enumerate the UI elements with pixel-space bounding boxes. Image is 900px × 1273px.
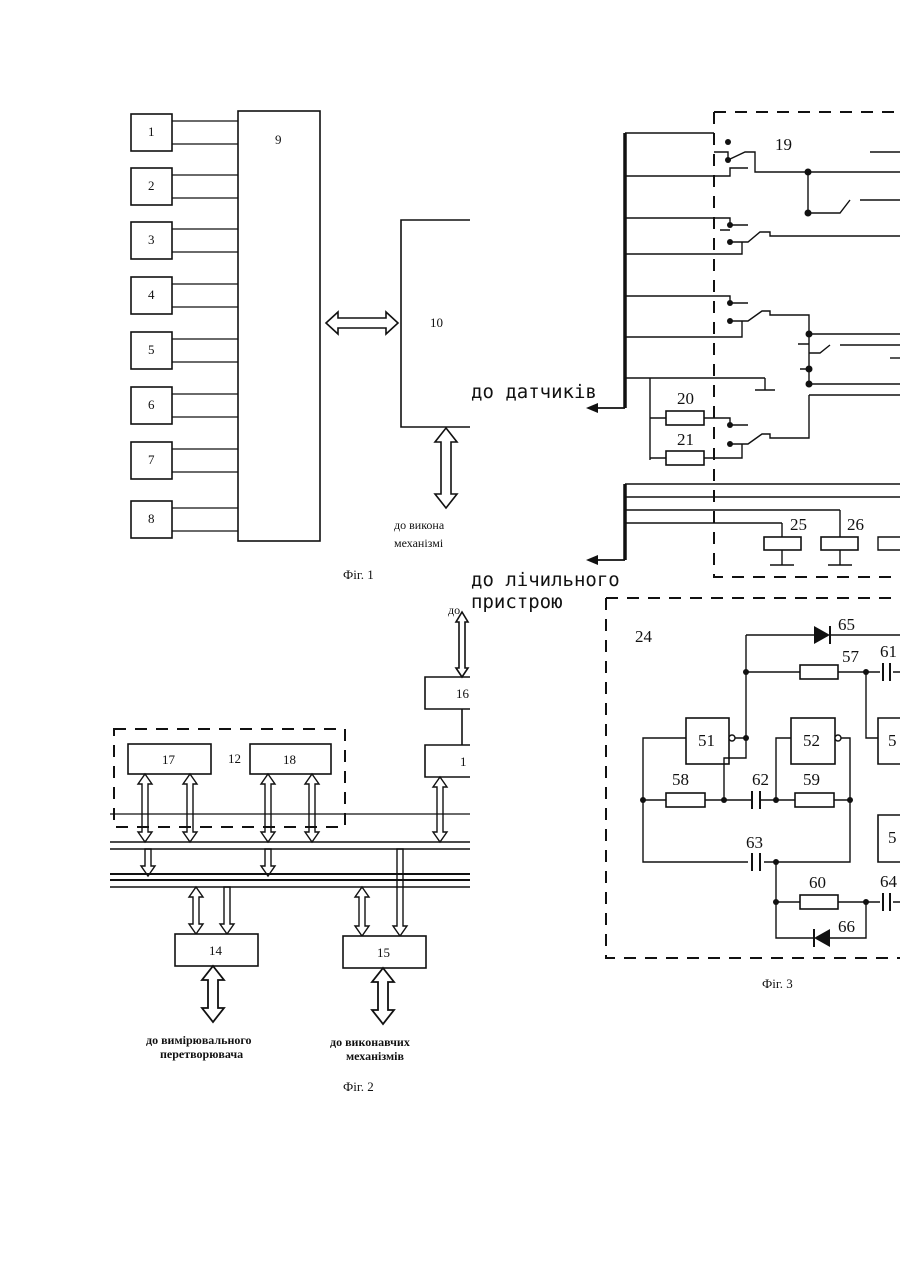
block-18-label: 18 [283,752,296,767]
fig3-label-counter-line2: пристрою [471,591,563,613]
fig3-caption: Фіг. 3 [762,976,793,991]
fig2-label-15-line2: механізмів [346,1049,405,1063]
fig3-label-sensors: до датчиків [471,381,597,403]
resistor-20-label: 20 [677,389,694,408]
block-15-label: 15 [377,945,390,960]
gate-51-label: 51 [698,731,715,750]
switch-19: 19 [714,135,900,395]
resistor-59 [795,793,834,807]
sensor-block-label: 1 [148,124,155,139]
bus-arrow-down [261,849,275,876]
fig1-caption: Фіг. 1 [343,567,374,582]
block-16-label: 16 [456,686,470,701]
fig1-diagram: 1 2 3 4 5 6 7 8 9 10 до викона механізмі Фіг. 1 [131,111,470,582]
sensor-block-label: 4 [148,287,155,302]
fig2-label-14-line1: до вимірювального [146,1033,252,1047]
resistor-57 [800,665,838,679]
block-14-label: 14 [209,943,223,958]
fig2-top-label: до [448,603,460,617]
bus-arrow-down [393,849,407,936]
capacitor-26: 26 [821,510,864,565]
sensor-block-label: 2 [148,178,155,193]
fig3-label-counter-line1: до лічильного [471,569,620,591]
block-13-label: 1 [460,754,467,769]
diode-65-label: 65 [838,615,855,634]
block-9 [238,111,320,541]
fig2-label-15-line1: до виконавчих [330,1035,410,1049]
resistor-21 [666,451,704,465]
block-10-label: 10 [430,315,443,330]
diode-65 [814,626,830,644]
cap-25-label: 25 [790,515,807,534]
block-24-circuit: 65 57 61 5 51 52 [640,615,900,947]
group-12-label: 12 [228,751,241,766]
sensor-block-label: 6 [148,397,155,412]
bus-arrow-to-actuators [435,428,457,508]
bus-arrows [138,774,447,936]
cap-63-label: 63 [746,833,763,852]
switch-19-label: 19 [775,135,792,154]
gate-53-label: 5 [888,731,897,750]
sensor-block-label: 5 [148,342,155,357]
resistor-21-label: 21 [677,430,694,449]
resistor-20 [666,411,704,425]
system-bus [110,814,470,887]
resistor-58 [666,793,705,807]
fig3-diagram: до датчиків 19 20 2 [471,112,900,991]
gate-54-label: 5 [888,828,897,847]
bus-arrow-down [220,887,234,934]
fig1-actuators-label-line2: механізмі [394,536,444,550]
block-9-label: 9 [275,132,282,147]
resistor-60-label: 60 [809,873,826,892]
cap-62-label: 62 [752,770,769,789]
diode-66 [814,929,830,947]
sensor-block-label: 8 [148,511,155,526]
sensor-block-label: 7 [148,452,155,467]
block-24-label: 24 [635,627,653,646]
resistor-57-label: 57 [842,647,860,666]
diode-66-label: 66 [838,917,855,936]
cap-26-label: 26 [847,515,864,534]
fig2-caption: Фіг. 2 [343,1079,374,1094]
fig1-actuators-label-line1: до викона [394,518,445,532]
cap-64-label: 64 [880,872,898,891]
bus-arrow [355,887,369,936]
sensor-blocks: 1 2 3 4 5 6 7 8 [131,114,238,538]
resistors-20-21: 20 21 [650,378,809,465]
bus-arrow [305,774,319,842]
fig2-label-14-line2: перетворювача [160,1047,243,1061]
sensor-block-label: 3 [148,232,155,247]
cap-61-label: 61 [880,642,897,661]
bus-arrow [138,774,152,842]
bus-arrow-9-10 [326,312,398,334]
block-17-label: 17 [162,752,176,767]
bus-arrow [433,777,447,842]
resistor-58-label: 58 [672,770,689,789]
resistor-59-label: 59 [803,770,820,789]
bus-arrow [183,774,197,842]
bus-arrow-16-up [456,612,468,677]
fig2-diagram: 12 17 18 16 1 до 14 15 до вимірюва [110,603,470,1094]
bus-arrow-down [141,849,155,876]
resistor-60 [800,895,838,909]
bus-arrow [261,774,275,842]
bus-arrow [189,887,203,934]
gate-52-label: 52 [803,731,820,750]
